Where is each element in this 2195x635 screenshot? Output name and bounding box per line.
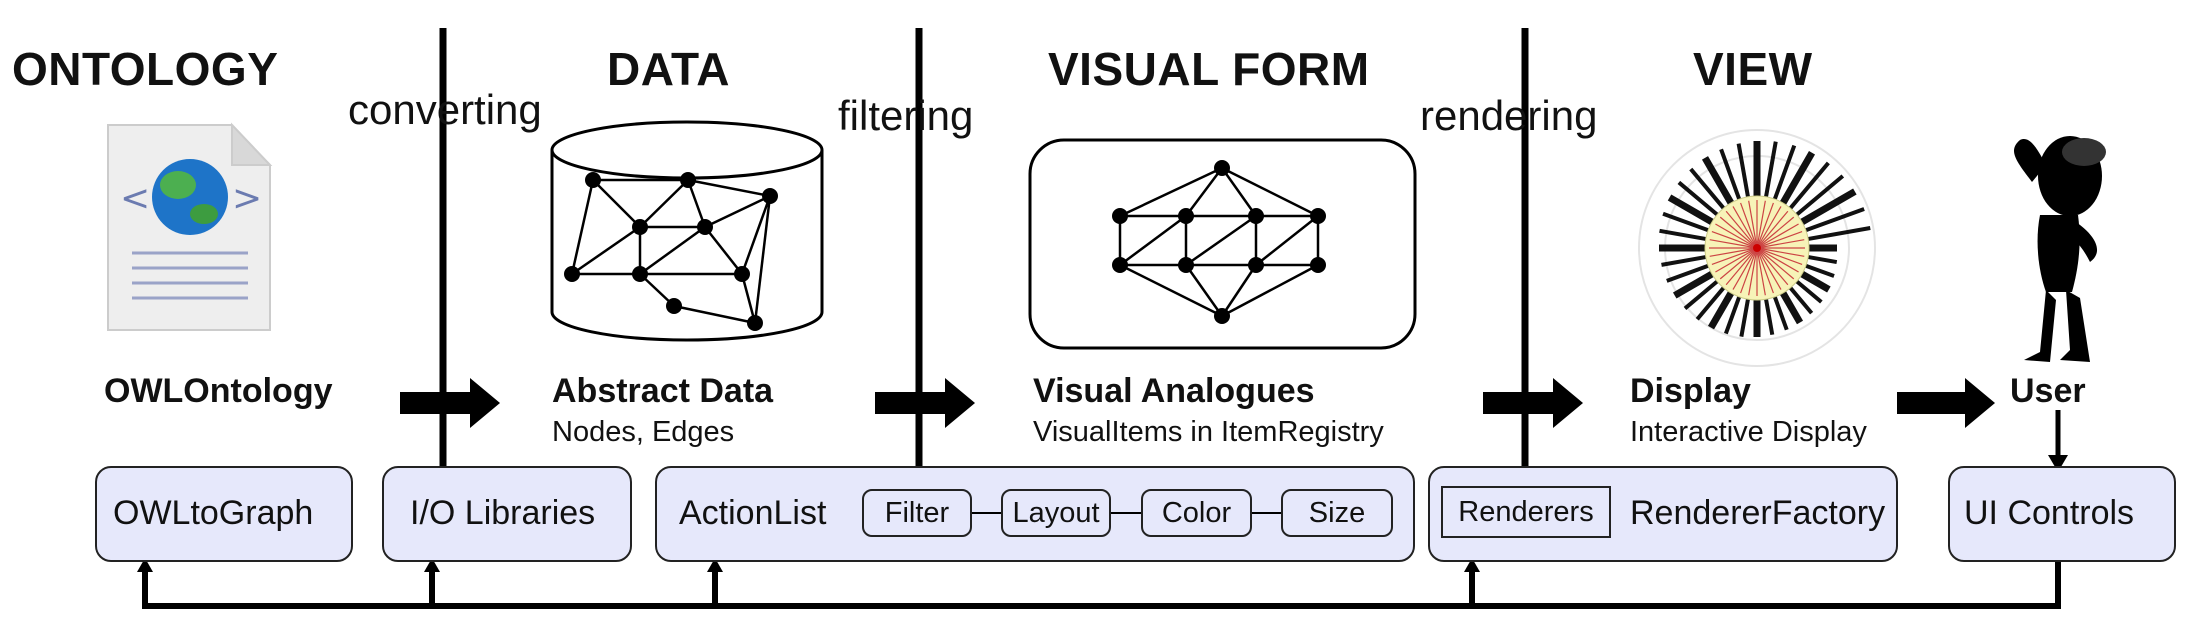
svg-text:<: < bbox=[120, 178, 150, 219]
stage-name-ontology: OWLOntology bbox=[104, 372, 333, 410]
stage-sub-display: Interactive Display bbox=[1630, 416, 1867, 448]
svg-text:>: > bbox=[232, 178, 262, 219]
stage-title-view: VIEW bbox=[1693, 43, 1813, 95]
color-action-button[interactable]: Color bbox=[1141, 489, 1252, 537]
stage-name-user: User bbox=[2010, 372, 2086, 410]
owl-document-globe-icon: < > bbox=[107, 122, 273, 331]
action-list-label: ActionList bbox=[679, 494, 827, 532]
ui-controls-label: UI Controls bbox=[1964, 494, 2135, 532]
stage-name-visual-analogues: Visual Analogues bbox=[1033, 372, 1315, 410]
owl-to-graph-box[interactable]: OWLtoGraph bbox=[95, 466, 353, 562]
flow-arrow-icon-3 bbox=[1483, 378, 1583, 428]
stage-name-display: Display bbox=[1630, 372, 1751, 410]
stage-sub-abstract-data: Nodes, Edges bbox=[552, 416, 735, 448]
up-arrow-icon bbox=[424, 558, 440, 572]
radial-tree-visualization-icon bbox=[1638, 129, 1876, 367]
renderer-factory-label: RendererFactory bbox=[1630, 494, 1886, 532]
io-libraries-box[interactable]: I/O Libraries bbox=[382, 466, 632, 562]
database-cylinder-graph-icon bbox=[550, 120, 824, 342]
layout-action-button[interactable]: Layout bbox=[1001, 489, 1111, 537]
filter-action-button[interactable]: Filter bbox=[862, 489, 972, 537]
feedback-loop bbox=[142, 562, 2061, 609]
stage-sub-visual-analogues: VisualItems in ItemRegistry bbox=[1033, 416, 1384, 448]
process-label-rendering: rendering bbox=[1420, 92, 1598, 139]
process-label-converting: converting bbox=[348, 86, 542, 133]
io-libraries-label: I/O Libraries bbox=[410, 494, 596, 532]
up-arrow-icon bbox=[707, 558, 723, 572]
owl-to-graph-label: OWLtoGraph bbox=[113, 494, 314, 532]
up-arrow-icon bbox=[1464, 558, 1480, 572]
stage-title-ontology: ONTOLOGY bbox=[12, 43, 279, 95]
rounded-panel-graph-icon bbox=[1028, 138, 1417, 350]
stage-title-data: DATA bbox=[607, 43, 730, 95]
up-arrow-icon bbox=[137, 558, 153, 572]
process-label-filtering: filtering bbox=[838, 92, 974, 139]
renderers-box[interactable]: Renderers bbox=[1441, 486, 1611, 538]
stage-name-abstract-data: Abstract Data bbox=[552, 372, 774, 410]
stage-title-visual-form: VISUAL FORM bbox=[1048, 43, 1370, 95]
size-action-button[interactable]: Size bbox=[1281, 489, 1393, 537]
flow-arrow-icon-4 bbox=[1897, 378, 1995, 428]
ui-controls-box[interactable]: UI Controls bbox=[1948, 466, 2176, 562]
down-arrow-icon bbox=[2048, 455, 2068, 472]
flow-arrow-icon-2 bbox=[875, 378, 975, 428]
flow-arrow-icon-1 bbox=[400, 378, 500, 428]
thinking-person-silhouette-icon bbox=[2013, 136, 2106, 362]
